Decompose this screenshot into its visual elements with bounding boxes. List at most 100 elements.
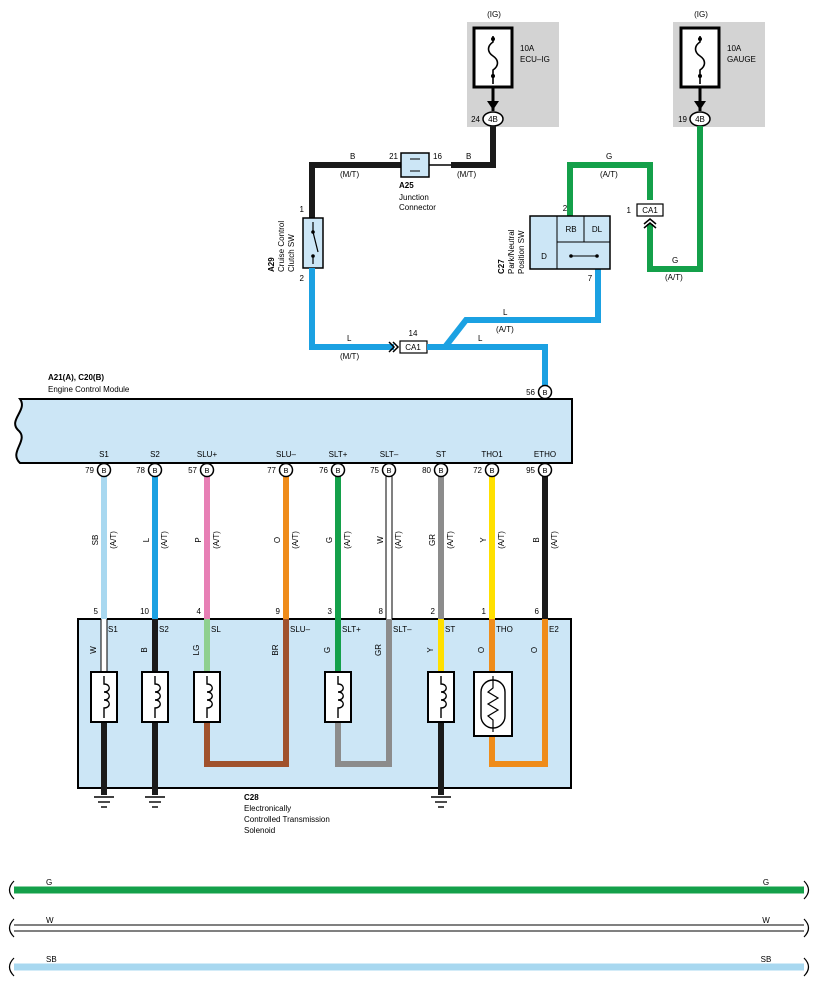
terminal-name: SLT– (393, 625, 412, 634)
pin-number: 19 (678, 115, 687, 124)
wire-label: P (194, 537, 203, 542)
connector-id: B (489, 466, 494, 475)
pin-number: 79 (85, 466, 94, 475)
connector-badge (330, 462, 346, 478)
wire-label: Y (426, 647, 435, 653)
variant-label: (A/T) (497, 531, 506, 549)
wire-label: G (325, 537, 334, 543)
arrow-down-icon (487, 101, 499, 110)
wire-label: O (273, 537, 282, 543)
connector-badge (381, 462, 397, 478)
terminal-name: S1 (108, 625, 118, 634)
pin-number: 1 (482, 607, 487, 616)
connector-id: CA1 (642, 206, 658, 215)
wire-label: G (323, 647, 332, 653)
pin-number: 72 (473, 466, 482, 475)
connector-id: B (542, 466, 547, 475)
switch-position-label: RB (565, 225, 576, 234)
coil-icon (103, 676, 110, 718)
wire-color-label: BR (271, 644, 280, 655)
terminal-name: THO1 (481, 450, 503, 459)
junction-connector-a25 (400, 152, 430, 178)
wire-br (204, 619, 289, 767)
break-mark-icon (803, 957, 810, 977)
pin-number: 24 (471, 115, 480, 124)
pin-number: 8 (379, 607, 384, 616)
engine-control-module (14, 398, 573, 464)
terminal-name: ST (445, 625, 455, 634)
fuse-supply-label: (IG) (694, 10, 708, 19)
connector-id: B (101, 466, 106, 475)
connector-id: 4B (695, 115, 705, 124)
wire-color-label: GR (374, 644, 383, 656)
pin-number: 21 (389, 152, 398, 161)
wire-color-label: B (140, 647, 149, 652)
wire-gr (335, 619, 392, 767)
wire-label: BR (271, 644, 280, 655)
connector-badge (147, 462, 163, 478)
wire-label: (A/T) (550, 531, 559, 549)
wire-color-label: L (478, 334, 483, 343)
variant-label: (M/T) (340, 352, 359, 361)
pin-number: 16 (433, 152, 442, 161)
switch-position-label: D (541, 252, 547, 261)
legend-label: W (762, 916, 770, 925)
fuse-name: GAUGE (727, 55, 756, 64)
pin-number: 80 (422, 466, 431, 475)
connector-id: B (283, 466, 288, 475)
connector-id: 4B (488, 115, 498, 124)
wire-g (647, 126, 703, 272)
fuse-rating: 10A (727, 44, 742, 53)
wire-g (567, 162, 653, 216)
wire-color-label: G (672, 256, 678, 265)
wire-label: L (142, 537, 151, 542)
wire-color-label: Y (426, 647, 435, 653)
terminal-name: E2 (549, 625, 559, 634)
pin-number: 2 (300, 274, 305, 283)
component-code: A29 (267, 257, 276, 272)
terminal-name: SL (211, 625, 221, 634)
wire-label: (A/T) (160, 531, 169, 549)
component-name: Clutch SW (287, 234, 296, 272)
break-mark-icon (803, 918, 810, 938)
wire-label: O (530, 647, 539, 653)
wire-b (309, 162, 401, 218)
wire-label: (A/T) (109, 531, 118, 549)
component-name: Engine Control Module (48, 385, 130, 394)
legend-label: SB (761, 955, 772, 964)
wire-color-label: B (466, 152, 471, 161)
switch-position-label: DL (592, 225, 603, 234)
variant-label: (A/T) (550, 531, 559, 549)
wire-label: (A/T) (291, 531, 300, 549)
terminal-name: ETHO (534, 450, 556, 459)
wire-label: (A/T) (497, 531, 506, 549)
pin-number: 4 (197, 607, 202, 616)
connector-chevron-icon (643, 218, 657, 229)
wire-label: W (376, 536, 385, 544)
connector-id: B (542, 388, 547, 397)
component-name: Park/Neutral (507, 229, 516, 274)
fuse-icon (487, 36, 499, 84)
pin-number: 76 (319, 466, 328, 475)
fuse-ecu-ig: (IG) 10A ECU–IG 4B 24 (467, 10, 559, 127)
pin-number: 7 (588, 274, 593, 283)
component-name: Controlled Transmission (244, 815, 330, 824)
pin-number: 78 (136, 466, 145, 475)
variant-label: (A/T) (291, 531, 300, 549)
wire-l (427, 344, 548, 386)
resistor-icon (486, 676, 500, 732)
wire-label: (A/T) (394, 531, 403, 549)
terminal-name: SLT+ (342, 625, 361, 634)
terminal-name: S2 (159, 625, 169, 634)
connector-badge (199, 462, 215, 478)
wire-color-label: O (273, 537, 282, 543)
variant-label: (A/T) (665, 273, 683, 282)
variant-label: (M/T) (340, 170, 359, 179)
wire-label: O (477, 647, 486, 653)
pin-number: 1 (300, 205, 305, 214)
connector-badge (484, 462, 500, 478)
connector-id: B (386, 466, 391, 475)
legend-label: G (46, 878, 52, 887)
